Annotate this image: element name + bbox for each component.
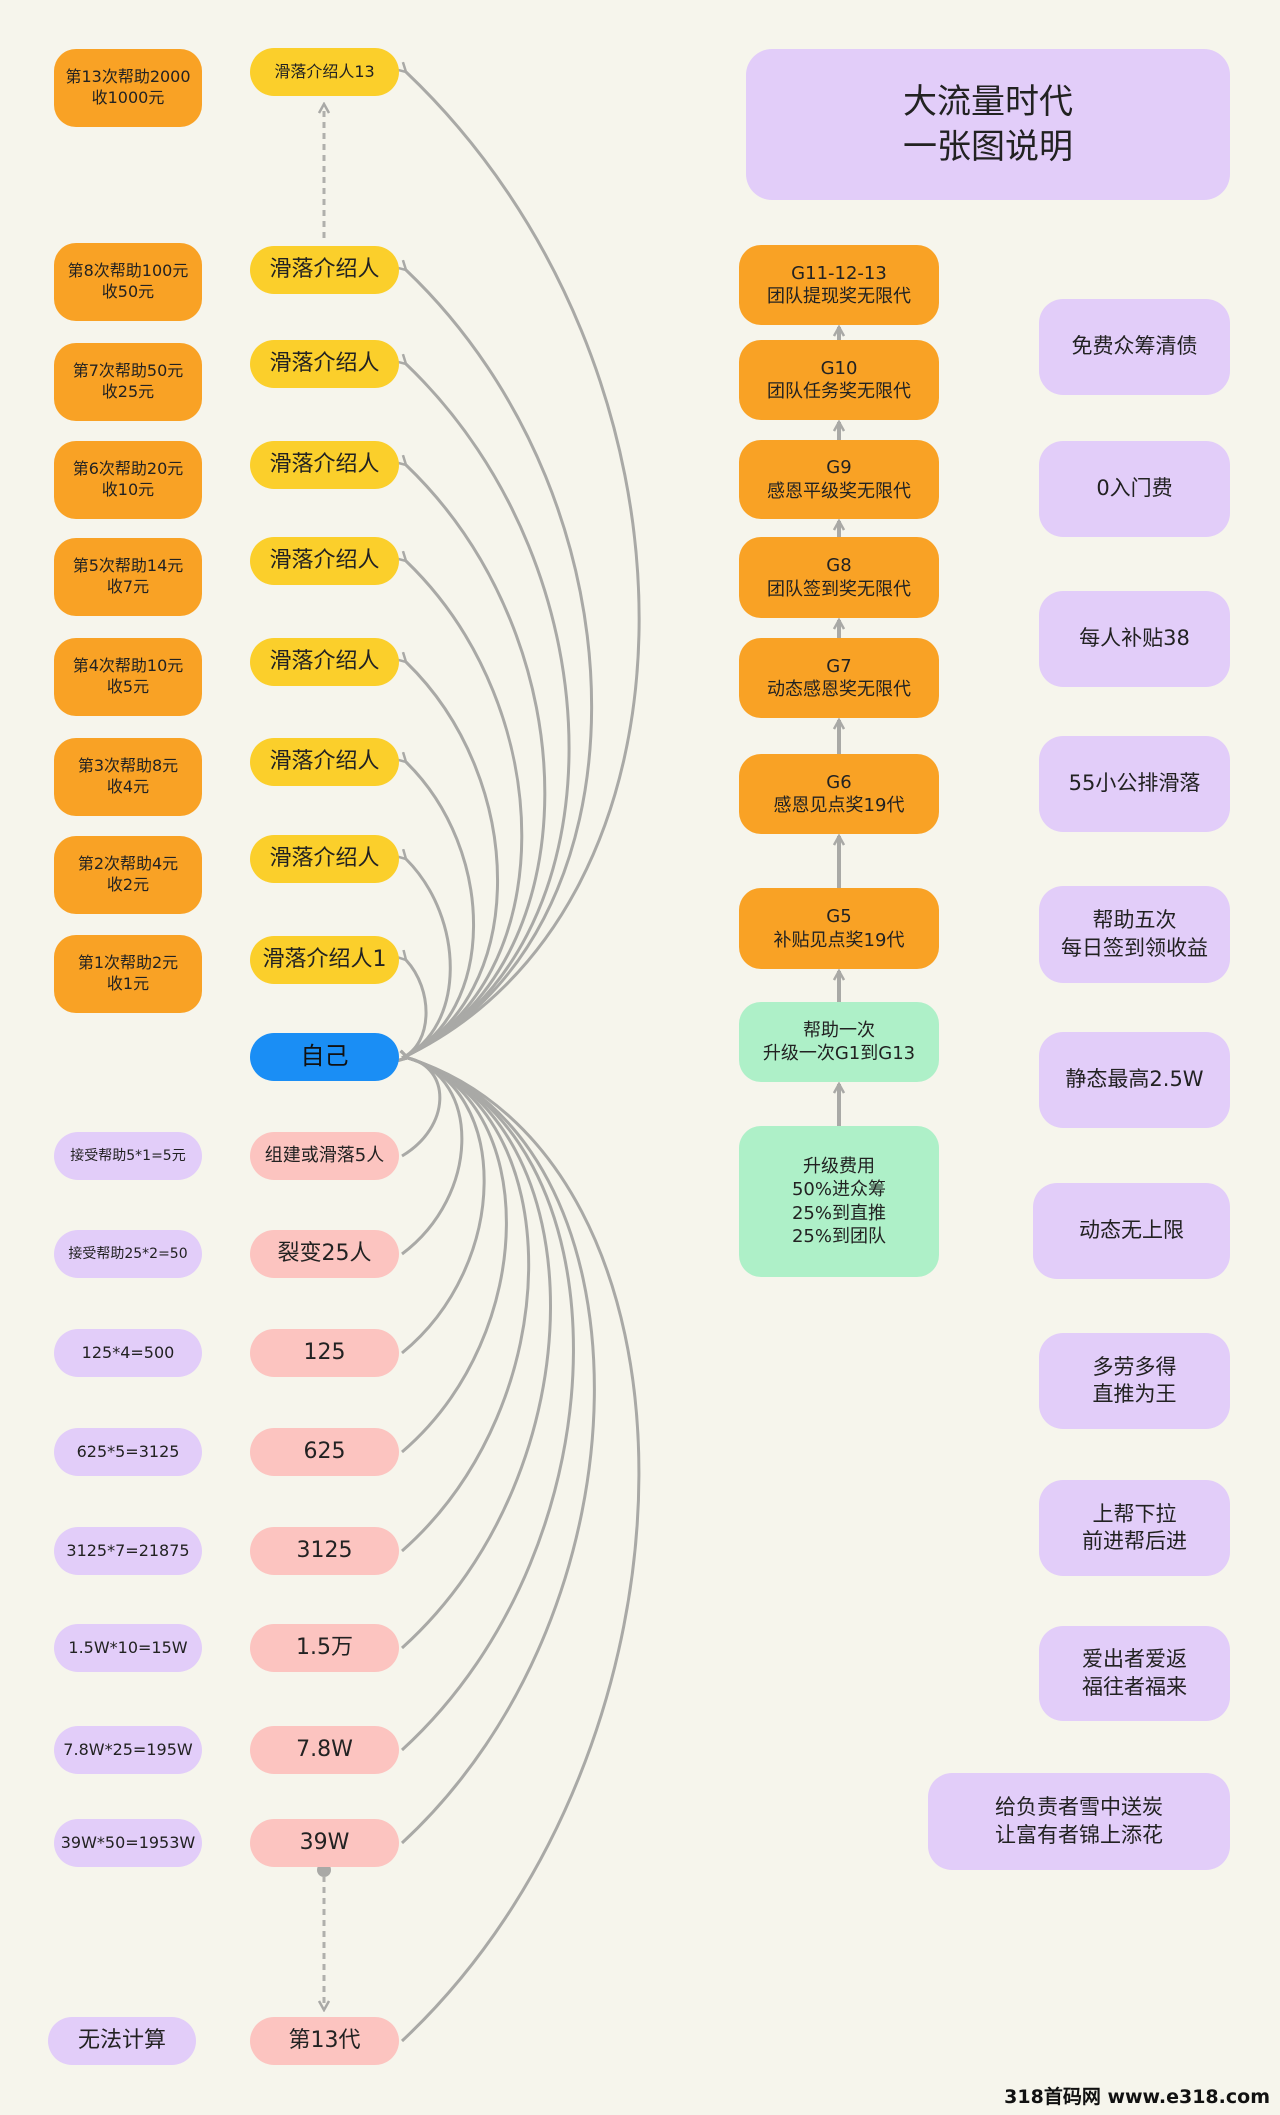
team-level-box: 1.5万 <box>250 1624 399 1672</box>
downline-curve-arrow <box>402 1058 575 1752</box>
calc-box: 3125*7=21875 <box>54 1527 202 1575</box>
level-box: G5 补贴见点奖19代 <box>739 888 939 969</box>
level-box: G11-12-13 团队提现奖无限代 <box>739 245 939 325</box>
help-step-box: 第6次帮助20元 收10元 <box>54 441 202 519</box>
help-step-box: 第5次帮助14元 收7元 <box>54 538 202 616</box>
calc-box: 39W*50=1953W <box>54 1819 202 1867</box>
help-step-box: 第3次帮助8元 收4元 <box>54 738 202 816</box>
downline-curve-arrow <box>402 1058 486 1355</box>
level-box: G8 团队签到奖无限代 <box>739 537 939 618</box>
upward-curve-arrow <box>402 364 571 1060</box>
downline-curve-arrow <box>402 1058 596 1845</box>
help-step-box: 第1次帮助2元 收1元 <box>54 935 202 1013</box>
page-title: 大流量时代 一张图说明 <box>746 49 1230 200</box>
feature-box: 上帮下拉 前进帮后进 <box>1039 1480 1230 1576</box>
level-box: G6 感恩见点奖19代 <box>739 754 939 834</box>
team-level-box: 39W <box>250 1819 399 1867</box>
feature-box: 55小公排滑落 <box>1039 736 1230 832</box>
referrer-box: 滑落介绍人 <box>250 441 399 489</box>
upward-curve-arrow <box>402 72 641 1060</box>
team-level-box: 裂变25人 <box>250 1230 399 1278</box>
calc-box: 无法计算 <box>48 2017 196 2065</box>
feature-box: 免费众筹清债 <box>1039 299 1230 395</box>
feature-box: 给负责者雪中送炭 让富有者锦上添花 <box>928 1773 1230 1870</box>
feature-box: 帮助五次 每日签到领收益 <box>1039 886 1230 983</box>
referrer-box: 滑落介绍人13 <box>250 48 399 96</box>
referrer-box: 滑落介绍人 <box>250 638 399 686</box>
referrer-box: 滑落介绍人1 <box>250 936 399 984</box>
feature-box: 动态无上限 <box>1033 1183 1230 1279</box>
feature-box: 爱出者爱返 福往者福来 <box>1039 1626 1230 1721</box>
referrer-box: 滑落介绍人 <box>250 246 399 294</box>
upward-curve-arrow <box>402 662 499 1060</box>
help-step-box: 第4次帮助10元 收5元 <box>54 638 202 716</box>
downline-curve-arrow <box>402 1058 508 1454</box>
upward-curve-arrow <box>402 270 593 1060</box>
self-node: 自己 <box>250 1033 399 1081</box>
calc-box: 625*5=3125 <box>54 1428 202 1476</box>
level-box: G9 感恩平级奖无限代 <box>739 440 939 519</box>
referrer-box: 滑落介绍人 <box>250 537 399 585</box>
upward-curve-arrow <box>402 960 428 1060</box>
level-box: 帮助一次 升级一次G1到G13 <box>739 1002 939 1082</box>
help-step-box: 第2次帮助4元 收2元 <box>54 836 202 914</box>
level-box: G7 动态感恩奖无限代 <box>739 638 939 718</box>
help-step-box: 第7次帮助50元 收25元 <box>54 343 202 421</box>
team-level-box: 7.8W <box>250 1726 399 1774</box>
upward-curve-arrow <box>402 561 524 1060</box>
referrer-box: 滑落介绍人 <box>250 738 399 786</box>
team-level-box: 625 <box>250 1428 399 1476</box>
feature-box: 每人补贴38 <box>1039 591 1230 687</box>
feature-box: 0入门费 <box>1039 441 1230 537</box>
help-step-box: 第13次帮助2000 收1000元 <box>54 49 202 127</box>
team-level-box: 组建或滑落5人 <box>250 1132 399 1180</box>
calc-box: 125*4=500 <box>54 1329 202 1377</box>
downline-curve-arrow <box>402 1058 641 2043</box>
calc-box: 1.5W*10=15W <box>54 1624 202 1672</box>
level-box: 升级费用 50%进众筹 25%到直推 25%到团队 <box>739 1126 939 1277</box>
feature-box: 多劳多得 直推为王 <box>1039 1333 1230 1429</box>
team-level-box: 125 <box>250 1329 399 1377</box>
referrer-box: 滑落介绍人 <box>250 340 399 388</box>
calc-box: 接受帮助5*1=5元 <box>54 1132 202 1180</box>
feature-box: 静态最高2.5W <box>1039 1032 1230 1128</box>
watermark: 318首码网 www.e318.com <box>1004 2086 1270 2108</box>
team-level-box: 3125 <box>250 1527 399 1575</box>
calc-box: 7.8W*25=195W <box>54 1726 202 1774</box>
referrer-box: 滑落介绍人 <box>250 835 399 883</box>
upward-curve-arrow <box>402 859 452 1060</box>
downline-curve-arrow <box>402 1058 552 1650</box>
upward-curve-arrow <box>402 465 547 1060</box>
level-box: G10 团队任务奖无限代 <box>739 340 939 420</box>
upward-curve-arrow <box>402 762 476 1060</box>
downline-curve-arrow <box>402 1058 531 1553</box>
calc-box: 接受帮助25*2=50 <box>54 1230 202 1278</box>
help-step-box: 第8次帮助100元 收50元 <box>54 243 202 321</box>
team-level-box: 第13代 <box>250 2017 399 2065</box>
